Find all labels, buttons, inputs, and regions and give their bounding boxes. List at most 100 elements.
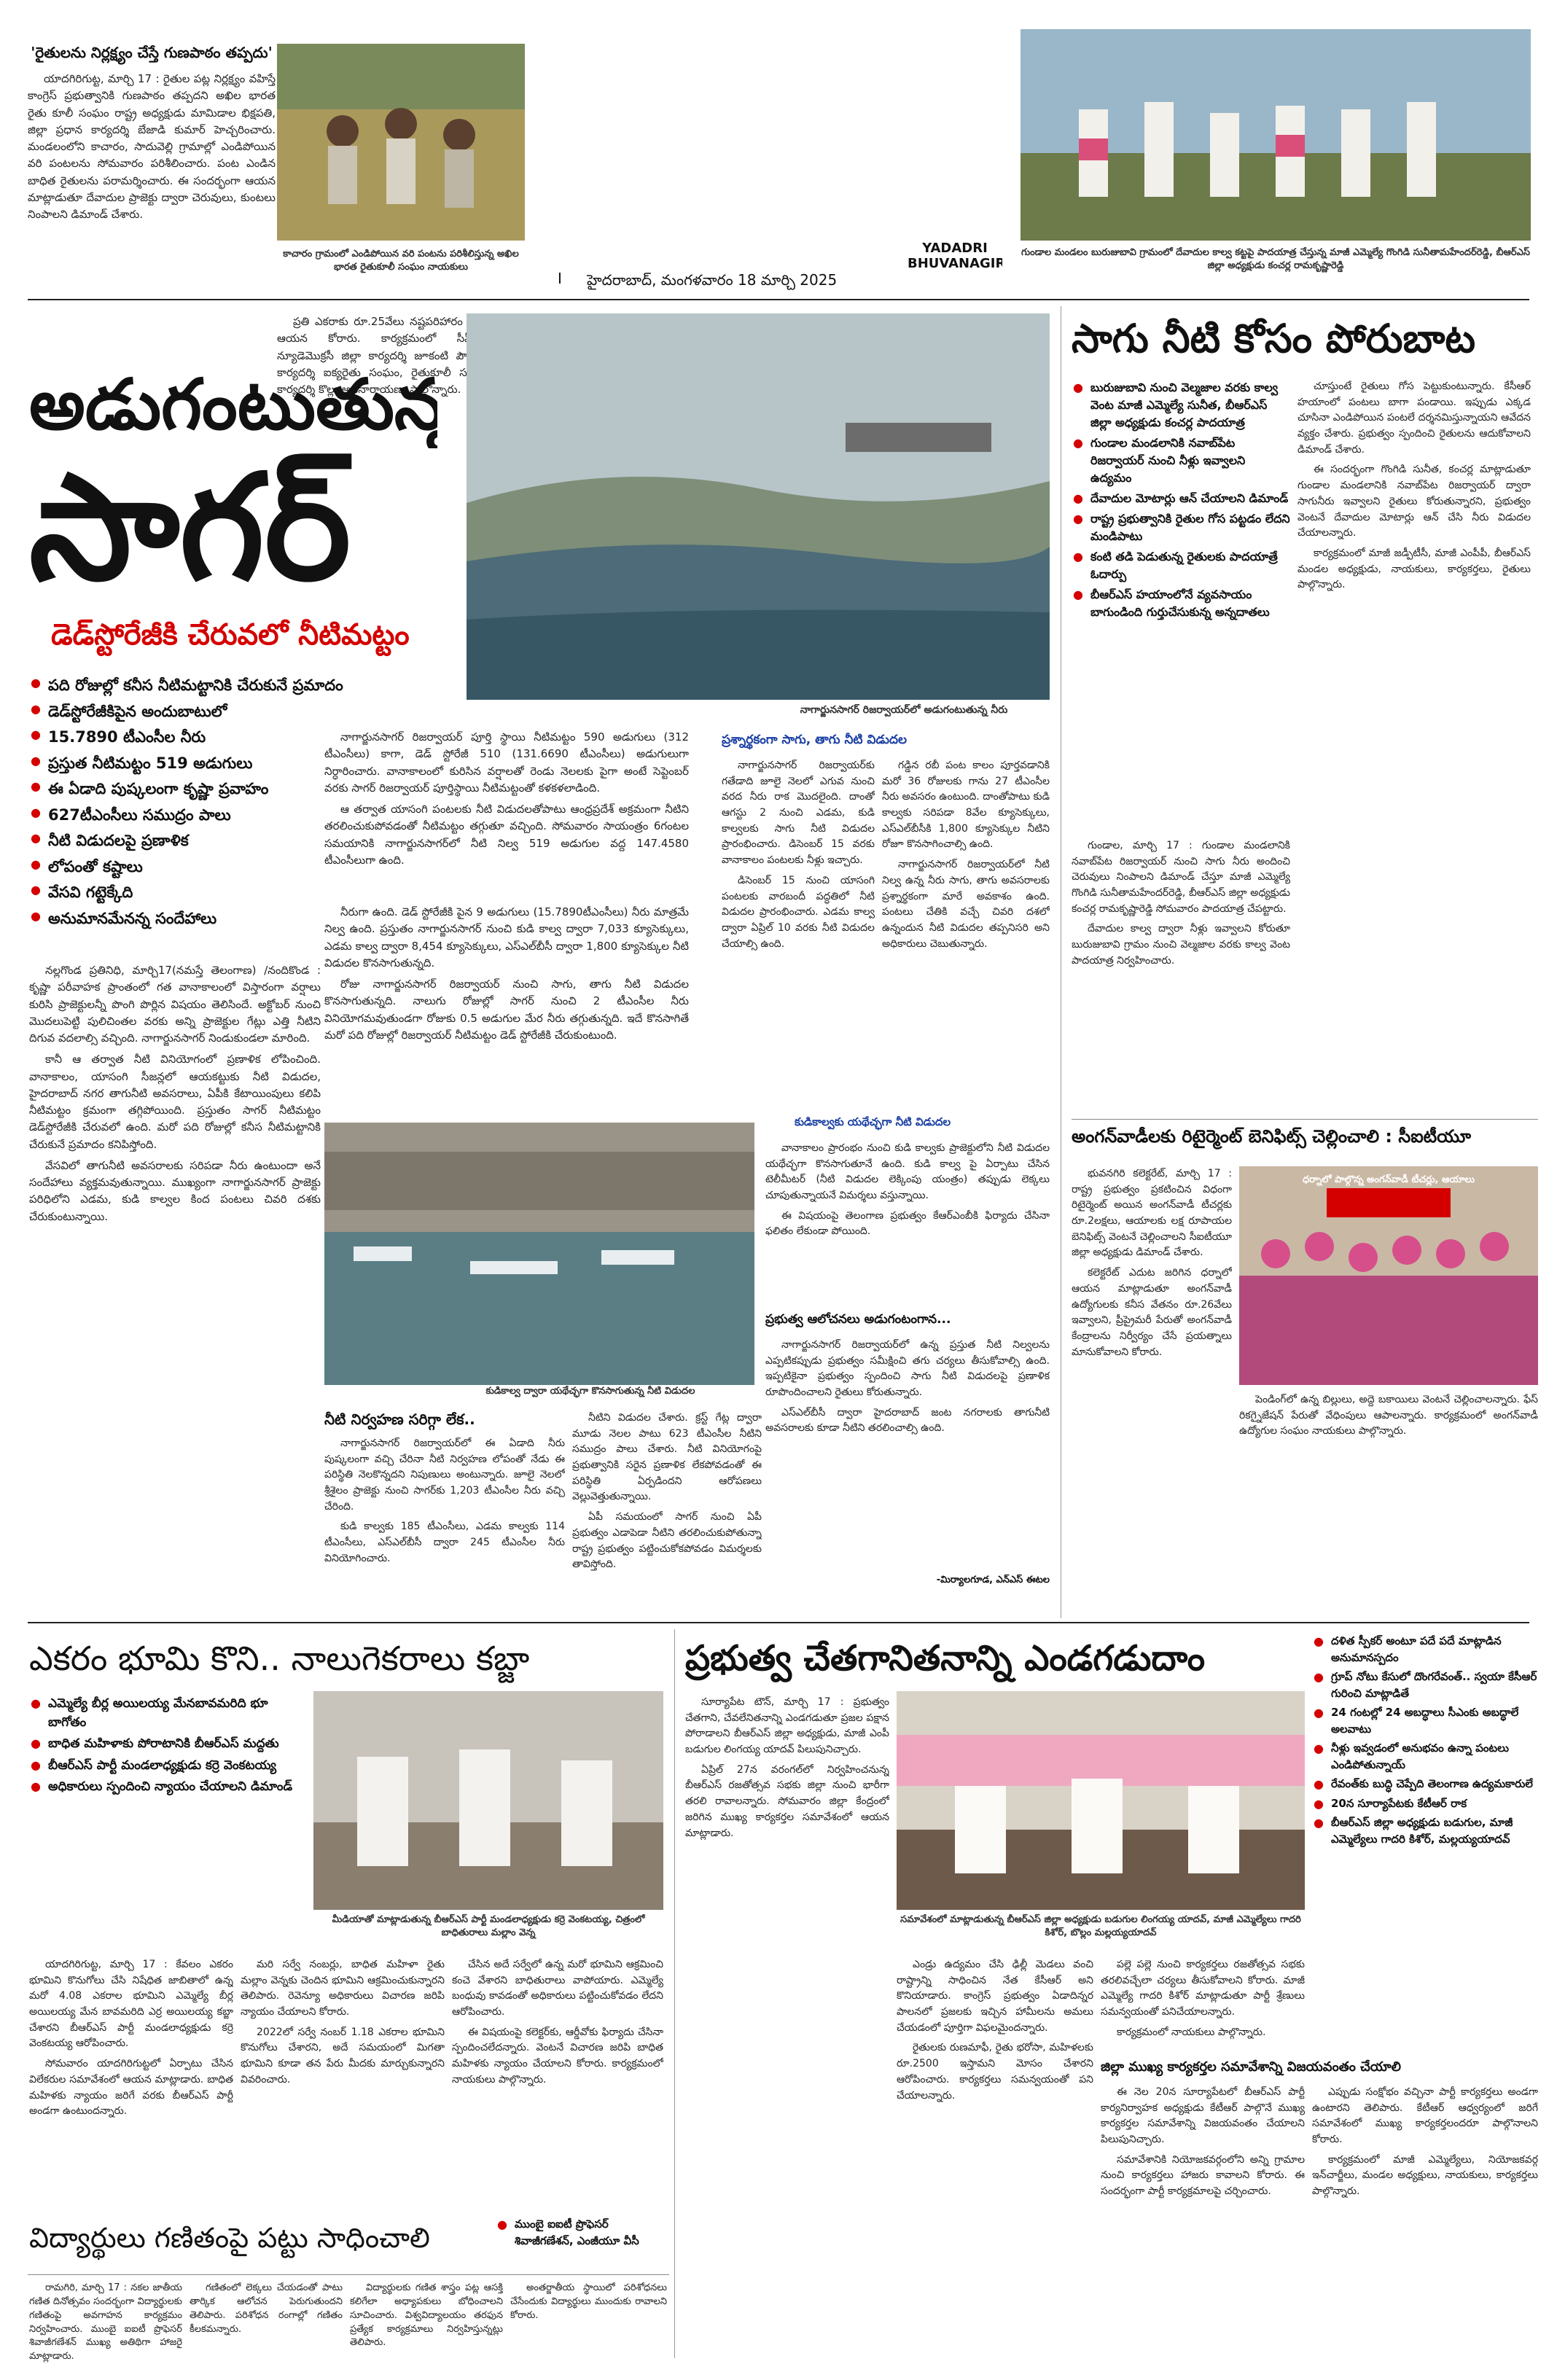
govt-side-bullet: 20న సూర్యాపేటకు కేటీఆర్ రాక xyxy=(1312,1795,1538,1812)
right-para: కార్యక్రమంలో మాజీ జడ్పీటీసీ, మాజీ ఎంపీపీ… xyxy=(1298,547,1531,591)
lead-para: ఏపీ సమయంలో సాగర్ నుంచి ఏపీ ప్రభుత్వం ఎడా… xyxy=(572,1511,762,1571)
math-body-1: రామగిరి, మార్చి 17 : నకల జాతీయ గణిత దినో… xyxy=(29,2282,182,2376)
press-meet-photo xyxy=(313,1691,663,1910)
right-story-body-2: చూస్తుంటే రైతులు గోస పెట్టుకుంటున్నారు. … xyxy=(1298,379,1531,1108)
math-side-bullet: ముంబై ఐఐటీ ప్రొఫెసర్ శివాజీగణేశన్, ఎంజీయ… xyxy=(496,2216,671,2267)
govt-side-bullets: దళిత స్పీకర్ అంటూ పదే పదే మాట్లాడిన అనుమ… xyxy=(1312,1633,1538,2026)
header-rule xyxy=(28,299,1529,300)
lead-bullet: వేసవి గట్టెక్కేది xyxy=(29,881,467,905)
lead-body-1: నల్లగొండ ప్రతినిధి, మార్చి17(నమస్తే తెలం… xyxy=(29,962,321,1611)
acre-caption: మీడియాతో మాట్లాడుతున్న బీఆర్ఎస్ పార్టీ మ… xyxy=(332,1914,645,1939)
lead-bullet: లోపంతో కష్టాలు xyxy=(29,856,467,879)
right-para: ఈ సందర్భంగా గొంగిడి సునీత, కంచర్ల మాట్లా… xyxy=(1298,464,1531,539)
lead-sub-1: ప్రశ్నార్థకంగా సాగు, తాగు నీటి విడుదల xyxy=(722,733,908,747)
lead-subtitle: డెడ్‌స్టోరేజీకి చేరువలో నీటిమట్టం xyxy=(51,618,410,652)
top-right-caption: గుండాల మండలం బురుజుబావి గ్రామంలో దేవాదుల… xyxy=(1021,247,1530,272)
acre-para: యాదగిరిగుట్ట, మార్చి 17 : కేవలం ఎకరం భూమ… xyxy=(29,1959,233,2050)
govt-side-bullet: బీఆర్ఎస్ జిల్లా అధ్యక్షుడు బడుగుల, మాజీ … xyxy=(1312,1814,1538,1847)
lead-byline: -మిర్యాలగూడ, ఎన్ఎస్ ఈటల xyxy=(936,1575,1050,1585)
bottom-right-para: ఎప్పుడు సంక్షోభం వచ్చినా పార్టీ కార్యకర్… xyxy=(1312,2086,1538,2146)
top-left-caption: కాచారం గ్రామంలో ఎండిపోయిన వరి పంటను పరిశ… xyxy=(283,249,519,273)
acre-bullet: బీఆర్ఎస్ పార్టీ మండలాధ్యక్షుడు కర్రె వెం… xyxy=(29,1757,306,1776)
lead-para: డిసెంబర్ 15 నుంచి యాసంగి పంటలకు వారబందీ … xyxy=(722,874,875,950)
acre-para: చేసిన అదే సర్వేలో ఉన్న మరో భూమిని ఆక్రమి… xyxy=(452,1959,663,2018)
govt-body-2: ఎండ్రు ఉద్యమం చేసి ఢిల్లీ మెడలు వంచి రాష… xyxy=(897,1957,1093,2278)
lead-bullet: 15.7890 టీఎంసీల నీరు xyxy=(29,726,467,749)
lead-para: నాగార్జునసాగర్ రిజర్వాయర్‌లో ఈ ఏడాది నీర… xyxy=(324,1437,565,1513)
math-para: విద్యార్థులకు గణిత శాస్త్రం పట్ల ఆసక్తి … xyxy=(350,2282,503,2349)
lead-para: నీటిని విడుదల చేశారు. క్రస్ట్ గేట్ల ద్వా… xyxy=(572,1412,762,1503)
lead-bullet: ప్రస్తుత నీటిమట్టం 519 అడుగులు xyxy=(29,752,467,776)
govt-para: సమావేశానికి నియోజకవర్గంలోని అన్ని గ్రామా… xyxy=(1101,2153,1305,2198)
top-left-story: 'రైతులను నిర్లక్ష్యం చేస్తే గుణపాఠం తప్ప… xyxy=(28,44,276,408)
anganwadi-caption: ధర్నాలో పాల్గొన్న అంగన్‌వాడీ టీచర్లు, ఆయ… xyxy=(1302,1174,1475,1185)
acre-para: సోమవారం యాదగిరిగుట్టలో ఏర్పాటు చేసిన విల… xyxy=(29,2058,233,2118)
dharna-photo xyxy=(1239,1166,1538,1385)
canal-photo xyxy=(324,1123,754,1385)
edition-label: YADADRI BHUVANAGIRI xyxy=(908,241,1002,271)
govt-caption: సమావేశంలో మాట్లాడుతున్న బీఆర్ఎస్ జిల్లా … xyxy=(900,1914,1301,1939)
lead-para: నాగార్జునసాగర్ రిజర్వాయర్ పూర్తి స్థాయి … xyxy=(324,730,689,795)
math-body-3: విద్యార్థులకు గణిత శాస్త్రం పట్ల ఆసక్తి … xyxy=(350,2282,503,2376)
math-para: గణితంలో లెక్కలు చేయడంతో పాటు తార్కిక ఆలో… xyxy=(190,2282,343,2335)
acre-para: ఈ విషయంపై కలెక్టర్‌కు, ఆర్డీవోకు ఫిర్యాద… xyxy=(452,2026,663,2086)
lead-para: ఆ తర్వాత యాసంగి పంటలకు నీటి విడుదలతోపాటు… xyxy=(324,803,689,867)
top-left-para: ప్రతి ఎకరాకు రూ.25వేలు నష్టపరిహారం చెల్ల… xyxy=(277,315,518,396)
mid-rule xyxy=(28,1622,1529,1623)
right-bullet: గుండాల మండలానికి నవాబ్‌పేట రిజర్వాయర్ ను… xyxy=(1072,434,1290,487)
lead-para: ఎస్ఎల్‌బీసీ ద్వారా హైదరాబాద్ జంట నగరాలకు… xyxy=(765,1406,1050,1435)
acre-body-3: చేసిన అదే సర్వేలో ఉన్న మరో భూమిని ఆక్రమి… xyxy=(452,1957,663,2278)
math-title: విద్యార్థులు గణితంపై పట్టు సాధించాలి xyxy=(29,2222,430,2254)
bottom-right-body: ఎప్పుడు సంక్షోభం వచ్చినా పార్టీ కార్యకర్… xyxy=(1312,2085,1538,2282)
math-body-4: అంతర్జాతీయ స్థాయిలో పరిశోధనలు చేసేందుకు … xyxy=(510,2282,667,2376)
right-bullet: బీఆర్ఎస్ హయాంలోనే వ్యవసాయం బాగుండింది గు… xyxy=(1072,586,1290,621)
top-left-photo xyxy=(277,44,525,241)
acre-para: 2022లో సర్వే నంబర్ 1.18 ఎకరాల భూమిని కొన… xyxy=(241,2026,445,2086)
lead-para: కానీ ఆ తర్వాత నీటి వినియోగంలో ప్రణాళిక ల… xyxy=(29,1053,321,1151)
right-story-rule xyxy=(1072,1119,1538,1120)
govt-body-4: ఈ నెల 20న సూర్యాపేటలో బీఆర్ఎస్ పార్టీ కా… xyxy=(1101,2085,1305,2282)
right-bullet: దేవాదుల మోటార్లు ఆన్ చేయాలని డిమాండ్ xyxy=(1072,490,1290,507)
lead-bullet: అనుమానమేనన్న సందేహాలు xyxy=(29,908,467,931)
lead-photo-caption: నాగార్జునసాగర్ రిజర్వాయర్‌లో అడుగంటుతున్… xyxy=(800,704,1008,716)
anganwadi-body-1: భువనగిరి కలెక్టరేట్, మార్చి 17 : రాష్ట్ర… xyxy=(1072,1166,1232,1575)
right-para: చూస్తుంటే రైతులు గోస పెట్టుకుంటున్నారు. … xyxy=(1298,381,1531,456)
lead-bullet: 627టీఎంసీలు సముద్రం పాలు xyxy=(29,804,467,827)
govt-para: రైతులకు రుణమాఫీ, రైతు భరోసా, మహిళలకు రూ.… xyxy=(897,2042,1093,2102)
acre-govt-divider xyxy=(674,1629,675,2358)
acre-bullet: ఎమ్మెల్యే బీర్ల అయిలయ్య మేనబావమరిది భూ బ… xyxy=(29,1695,306,1732)
right-story-bullets: బురుజుబావి నుంచి వెల్మజాల వరకు కాల్వ వెం… xyxy=(1072,379,1290,831)
meeting-photo xyxy=(897,1691,1305,1910)
acre-bullets: ఎమ్మెల్యే బీర్ల అయిలయ్య మేనబావమరిది భూ బ… xyxy=(29,1695,306,1913)
lead-body-8: నాగార్జునసాగర్ రిజర్వాయర్‌లో ఈ ఏడాది నీర… xyxy=(324,1436,565,1611)
anganwadi-para: కలెక్టరేట్ ఎదుట జరిగిన ధర్నాలో ఆయన మాట్ల… xyxy=(1072,1267,1232,1358)
lead-para: నాగార్జునసాగర్ రిజర్వాయర్‌కు గతేడాది జూల… xyxy=(722,760,875,867)
acre-body-2: మరి సర్వే నంబర్లు, బాధిత మహిళా రైతు మల్ల… xyxy=(241,1957,445,2278)
lead-bullet: ఈ ఏడాది పుష్కలంగా కృష్ణా ప్రవాహం xyxy=(29,778,467,801)
lead-body-2: నాగార్జునసాగర్ రిజర్వాయర్ పూర్తి స్థాయి … xyxy=(324,729,689,897)
lead-title-2: సాగర్ xyxy=(29,445,351,612)
lead-bullet: పది రోజుల్లో కనీస నీటిమట్టానికి చేరుకునే… xyxy=(29,674,467,698)
lead-sub-3: ప్రభుత్వ ఆలోచనలు అడుగంటంగాన... xyxy=(765,1312,951,1327)
lead-para: గడ్డిన రబీ పంట కాలం పూర్తవడానికి మరో 36 … xyxy=(882,760,1050,851)
right-bullet: కంటి తడి పెడుతున్న రైతులకు పాదయాత్రే ఓదా… xyxy=(1072,548,1290,583)
lead-para: నీరుగా ఉంది. డెడ్ స్టోరేజీకి పైన 9 అడుగు… xyxy=(324,905,689,969)
lead-bullets: పది రోజుల్లో కనీస నీటిమట్టానికి చేరుకునే… xyxy=(29,674,467,1112)
page-number: I xyxy=(558,270,562,287)
rice-field-photo xyxy=(277,44,525,241)
govt-para: పల్లె పల్లె నుంచి కార్యకర్తలు రజతోత్సవ స… xyxy=(1101,1959,1305,2018)
right-bullet: రాష్ట్ర ప్రభుత్వానికి రైతుల గోస పట్టడం ల… xyxy=(1072,510,1290,545)
reservoir-photo xyxy=(467,313,1050,700)
lead-para: నాగార్జునసాగర్ రిజర్వాయర్‌లో ఉన్న ప్రస్త… xyxy=(765,1339,1050,1399)
math-para: రామగిరి, మార్చి 17 : నకల జాతీయ గణిత దినో… xyxy=(29,2282,182,2363)
bottom-right-para: కార్యక్రమంలో మాజీ ఎమ్మెల్యేలు, నియోజకవర్… xyxy=(1312,2153,1538,2198)
lead-title-1: అడుగంటుతున్న xyxy=(29,364,437,445)
lead-body-6: వానాకాలం ప్రారంభం నుంచి కుడి కాల్వకు ప్ర… xyxy=(765,1141,1050,1301)
lead-photo2-caption: కుడికాల్వ ద్వారా యథేచ్ఛగా కొనసాగుతున్న న… xyxy=(485,1386,695,1397)
govt-side-bullet: గ్రూప్ నోటు కేసులో దొంగరేవంత్.. స్వయా కే… xyxy=(1312,1669,1538,1701)
govt-sub: జిల్లా ముఖ్య కార్యకర్తల సమావేశాన్ని విజయ… xyxy=(1101,2059,1401,2075)
govt-side-bullet: రేవంత్‌కు బుద్ధి చెప్పేది తెలంగాణ ఉద్యమక… xyxy=(1312,1776,1538,1792)
anganwadi-body-2: పెండింగ్‌లో ఉన్న బిల్లులు, అద్దె బకాయిలు… xyxy=(1239,1392,1538,1575)
govt-para: ఎండ్రు ఉద్యమం చేసి ఢిల్లీ మెడలు వంచి రాష… xyxy=(897,1959,1093,2034)
lead-photo-canal xyxy=(324,1123,754,1385)
